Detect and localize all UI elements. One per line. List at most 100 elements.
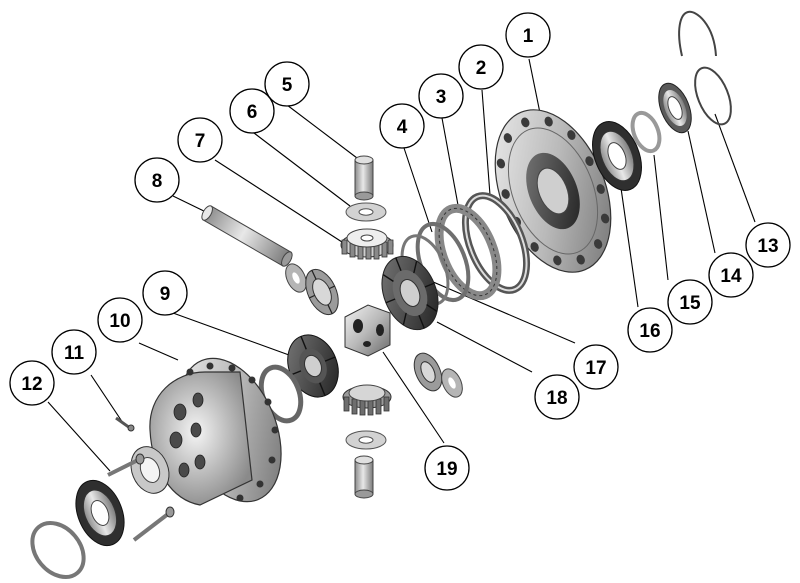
leader-1 xyxy=(528,58,542,119)
callout-circle-7 xyxy=(177,117,223,163)
leader-7 xyxy=(214,159,343,243)
callout-label-12: 12 xyxy=(21,374,42,395)
callout-9: 9 xyxy=(142,270,188,316)
leader-18 xyxy=(436,321,533,373)
callout-circle-19 xyxy=(424,445,470,491)
callout-10: 10 xyxy=(97,297,143,343)
washer-lower xyxy=(345,430,387,450)
leader-17 xyxy=(409,271,576,344)
leader-10 xyxy=(138,342,179,361)
callout-label-10: 10 xyxy=(109,311,130,332)
callout-label-1: 1 xyxy=(523,26,534,47)
parts xyxy=(30,10,732,579)
callout-label-3: 3 xyxy=(436,87,447,108)
leader-6 xyxy=(253,132,351,207)
callout-circle-5 xyxy=(264,61,310,107)
ring-gear-flange xyxy=(494,109,612,273)
leader-3 xyxy=(441,117,459,206)
callout-circle-4 xyxy=(379,103,425,149)
callout-circle-2 xyxy=(458,44,504,90)
thrust-washer-right xyxy=(441,368,463,398)
pinion-gear-bottom xyxy=(342,384,392,416)
callout-label-9: 9 xyxy=(160,284,171,305)
callout-circle-8 xyxy=(134,157,180,203)
thrust-washer-left xyxy=(285,263,307,293)
side-gear-9 xyxy=(287,334,339,398)
callout-19: 19 xyxy=(424,445,470,491)
leader-9 xyxy=(172,312,290,356)
callout-circle-10 xyxy=(97,297,143,343)
ring-2-inner xyxy=(464,194,528,292)
callout-label-13: 13 xyxy=(757,236,778,257)
leader-lines xyxy=(47,58,756,472)
callout-13: 13 xyxy=(745,222,791,268)
cross-shaft-8 xyxy=(201,205,293,267)
callout-label-19: 19 xyxy=(436,459,457,480)
callout-label-6: 6 xyxy=(247,102,258,123)
callout-15: 15 xyxy=(667,279,713,325)
bolt-lower xyxy=(132,506,175,542)
callout-label-5: 5 xyxy=(282,75,293,96)
callout-circle-9 xyxy=(142,270,188,316)
leader-5 xyxy=(286,104,358,159)
callout-label-17: 17 xyxy=(585,358,606,379)
bearing-12 xyxy=(75,479,125,547)
callout-label-14: 14 xyxy=(720,266,742,287)
callout-label-11: 11 xyxy=(64,343,85,364)
cross-block-19 xyxy=(344,304,391,357)
callout-circle-6 xyxy=(229,88,275,134)
clutch-ring-3-edge xyxy=(438,207,498,297)
callout-circle-17 xyxy=(573,344,619,390)
leader-12 xyxy=(47,401,111,472)
leader-14 xyxy=(687,130,716,254)
differential-case-10 xyxy=(130,357,282,506)
leader-11 xyxy=(90,374,124,424)
callout-7: 7 xyxy=(177,117,223,163)
callout-label-4: 4 xyxy=(397,117,408,138)
callout-circle-15 xyxy=(667,279,713,325)
callout-label-15: 15 xyxy=(679,293,701,314)
callout-label-2: 2 xyxy=(476,58,487,79)
callout-circle-1 xyxy=(505,12,551,58)
callout-label-18: 18 xyxy=(546,388,567,409)
screw-11 xyxy=(115,416,135,432)
outer-ring-12 xyxy=(30,521,86,579)
callout-circle-12 xyxy=(9,360,55,406)
washer-6 xyxy=(345,202,387,222)
snap-ring-13 xyxy=(678,10,717,57)
side-gear-18 xyxy=(381,255,439,331)
callout-circle-3 xyxy=(418,73,464,119)
pinion-gear-7 xyxy=(340,228,394,260)
leader-4 xyxy=(403,147,433,233)
leader-16 xyxy=(620,187,639,308)
callout-1: 1 xyxy=(505,12,551,58)
callout-17: 17 xyxy=(573,344,619,390)
callout-6: 6 xyxy=(229,88,275,134)
callout-4: 4 xyxy=(379,103,425,149)
bolt-upper xyxy=(107,453,145,477)
callout-12: 12 xyxy=(9,360,55,406)
callout-14: 14 xyxy=(708,252,754,298)
leader-2 xyxy=(481,89,491,196)
seal-14 xyxy=(658,82,692,134)
callout-circle-16 xyxy=(627,307,673,353)
callout-circle-11 xyxy=(51,329,97,375)
callout-2: 2 xyxy=(458,44,504,90)
callout-circle-18 xyxy=(534,374,580,420)
pinion-gear-right xyxy=(413,352,443,392)
ring-15 xyxy=(630,110,662,154)
snap-ring-13-loop xyxy=(694,66,732,126)
callout-8: 8 xyxy=(134,157,180,203)
callout-16: 16 xyxy=(627,307,673,353)
pinion-gear-left xyxy=(305,268,339,316)
callout-11: 11 xyxy=(51,329,97,375)
callout-3: 3 xyxy=(418,73,464,119)
pin-lower xyxy=(354,455,374,499)
leader-15 xyxy=(653,154,669,281)
bearing-16 xyxy=(592,121,642,191)
callout-18: 18 xyxy=(534,374,580,420)
callout-label-16: 16 xyxy=(639,321,660,342)
callout-circle-13 xyxy=(745,222,791,268)
